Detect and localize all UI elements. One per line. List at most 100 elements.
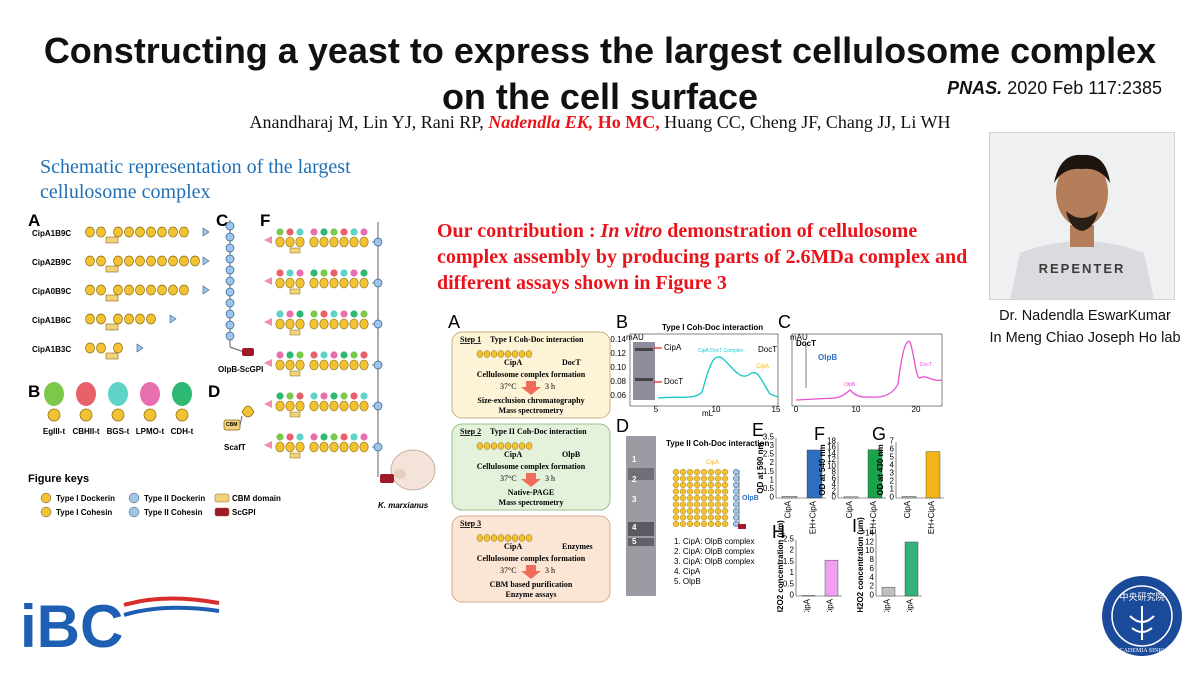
type2-cohesin-mark <box>732 475 740 482</box>
cohesin-mark <box>672 468 680 475</box>
panel-b-title: Type I Coh-Doc interaction <box>662 323 763 332</box>
enzyme-mark <box>360 310 368 318</box>
cohesin-mark <box>295 236 305 248</box>
cohesin-mark <box>504 534 512 542</box>
cohesin-mark <box>679 488 687 495</box>
bar-ytick: 4 <box>870 573 875 582</box>
step-temperature: 37°C <box>500 382 517 391</box>
cohesin-mark <box>686 501 694 508</box>
enzyme-mark <box>350 351 358 359</box>
enzyme-mark <box>296 269 304 277</box>
enzyme-mark <box>360 433 368 441</box>
cohesin-mark <box>672 520 680 527</box>
dockerin-icon <box>111 408 125 422</box>
bar-ylabel: H2O2 concentration (μm) <box>856 517 865 612</box>
cohesin-mark <box>700 475 708 482</box>
enzyme-mark <box>330 269 338 277</box>
cohesin-mark <box>157 255 167 267</box>
bar-mark <box>781 496 798 499</box>
type2-cohesin-mark <box>373 401 383 411</box>
enzyme-mark <box>340 269 348 277</box>
cohesin-mark <box>721 507 729 514</box>
enzyme-mark <box>276 269 284 277</box>
type2-cohesin-mark <box>732 520 740 528</box>
panel-d-title: Type II Coh-Doc interaction <box>666 439 770 448</box>
enzyme-mark <box>286 351 294 359</box>
enzyme-mark <box>286 392 294 400</box>
step-subtitle: Type I Coh-Doc interaction <box>490 335 584 344</box>
cohesin-mark <box>329 318 339 330</box>
cohesin-mark <box>714 488 722 495</box>
type2-cohesin-mark <box>225 276 235 286</box>
step-arrow <box>521 381 541 395</box>
step-formation: Cellulosome complex formation <box>477 370 586 379</box>
cohesin-mark <box>349 359 359 371</box>
gel-lane-number: 5 <box>632 537 637 546</box>
cohesin-mark <box>679 481 687 488</box>
cohesin-mark <box>295 359 305 371</box>
dockerin-icon <box>175 408 189 422</box>
cohesin-mark <box>96 255 106 267</box>
bar-ytick: 1 <box>890 485 895 494</box>
cohesin-mark <box>483 442 491 450</box>
lpmo-mark <box>264 359 272 367</box>
bar-panel-label: G <box>872 424 886 444</box>
step-method-2: Mass spectrometry <box>499 498 564 507</box>
lpmo-mark <box>264 277 272 285</box>
step-method-1: CBM based purification <box>490 580 573 589</box>
panel-b-unit: mAU <box>626 333 644 342</box>
enzyme-mark <box>320 310 328 318</box>
cohesin-mark <box>339 318 349 330</box>
cohesin-mark <box>504 350 512 358</box>
c-xtick: 20 <box>912 405 921 414</box>
enzyme-module-icon <box>172 382 192 406</box>
cohesin-mark <box>319 359 329 371</box>
cohesin-mark <box>339 236 349 248</box>
enzyme-mark <box>276 351 284 359</box>
gpi-mark <box>738 524 746 529</box>
type2-cohesin-mark <box>732 501 740 508</box>
enzyme-mark <box>296 228 304 236</box>
cohesin-mark <box>707 501 715 508</box>
person-lab: In Meng Chiao Joseph Ho lab <box>989 330 1181 346</box>
enzyme-mark <box>310 351 318 359</box>
cohesin-mark <box>113 313 123 325</box>
enzyme-mark <box>330 228 338 236</box>
enzyme-mark <box>296 433 304 441</box>
step-arrow <box>521 565 541 579</box>
cohesin-mark <box>721 468 729 475</box>
academia-sinica-seal: 中央研究院 ACADEMIA SINICA <box>1102 576 1182 656</box>
panel-c-chromatogram <box>791 333 943 407</box>
b-ytick: 0.10 <box>610 363 626 372</box>
cohesin-mark <box>693 514 701 521</box>
enzyme-module-label: LPMO-t <box>136 427 165 436</box>
cohesin-mark <box>707 507 715 514</box>
cohesin-mark <box>295 400 305 412</box>
bar-mark <box>881 586 896 597</box>
cohesin-mark <box>295 318 305 330</box>
cohesin-mark <box>309 400 319 412</box>
enzyme-mark <box>350 269 358 277</box>
enzyme-module-label: CDH-t <box>171 427 194 436</box>
enzyme-mark <box>286 433 294 441</box>
contribution-italic: In vitro <box>600 220 663 242</box>
bar-mark <box>806 449 823 499</box>
type2-dockerin-mark <box>202 227 210 237</box>
key-label: Type II Dockerin <box>144 494 205 503</box>
cohesin-mark <box>349 400 359 412</box>
type2-cohesin-mark <box>732 514 740 521</box>
cohesin-mark <box>707 494 715 501</box>
cohesin-mark <box>686 514 694 521</box>
enzyme-mark <box>296 310 304 318</box>
cohesin-mark <box>497 534 505 542</box>
bar-ytick: 0 <box>870 591 875 600</box>
fig3-panel-b-label: B <box>616 312 628 332</box>
enzyme-mark <box>360 392 368 400</box>
construct-label: CipA1B9C <box>32 229 71 238</box>
bar-ytick: 1 <box>770 475 775 484</box>
gel-legend-item: 4. CipA <box>674 567 701 576</box>
seal-ring-text: ACADEMIA SINICA <box>1115 648 1169 654</box>
enzyme-mark <box>276 392 284 400</box>
